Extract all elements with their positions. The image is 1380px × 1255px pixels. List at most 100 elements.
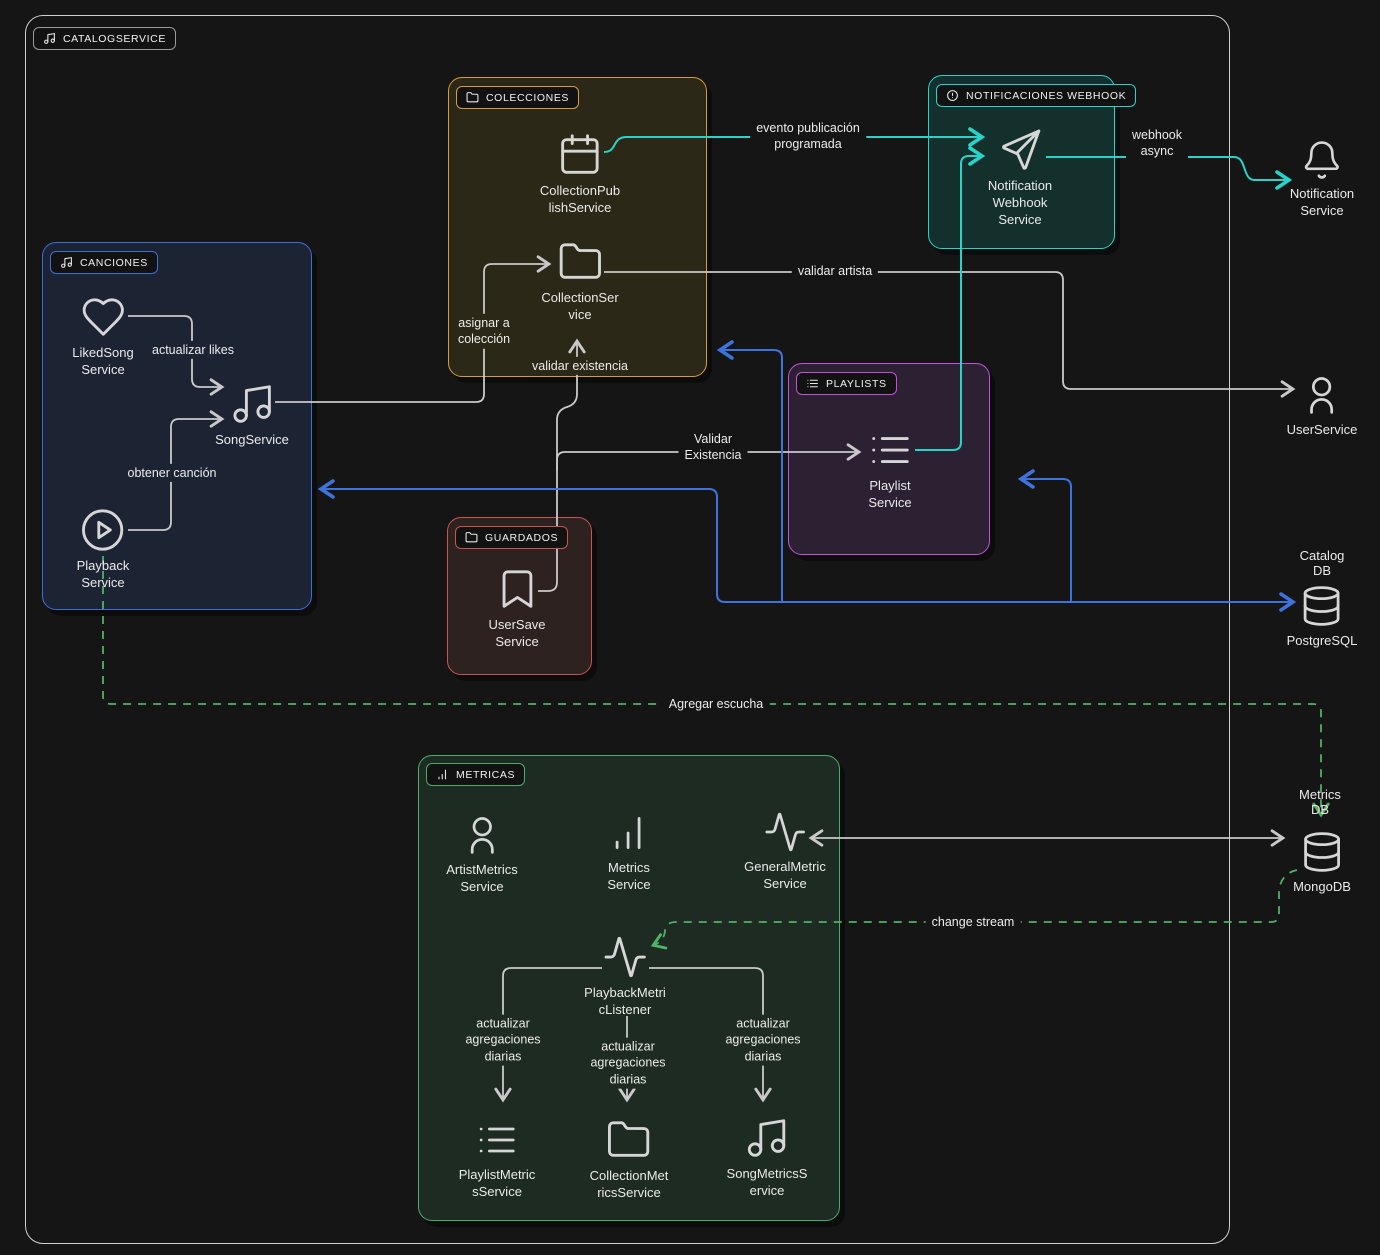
edge-agregar-escucha [102, 556, 1330, 818]
node-label: SongMetricsS ervice [726, 1166, 808, 1198]
edge-label-agregar-escucha: Agregar escucha [662, 694, 770, 714]
node-user-service[interactable]: UserService [1286, 373, 1358, 439]
node-label: ArtistMetrics Service [446, 862, 518, 894]
badge-label: CATALOGSERVICE [63, 32, 166, 45]
edge-playlist-webhook [915, 146, 986, 451]
node-playbackmetric-listener[interactable]: PlaybackMetri cListener [584, 934, 666, 1019]
badge-label: METRICAS [456, 768, 516, 781]
node-label: Notification Service [1289, 186, 1355, 218]
badge-label: CANCIONES [80, 256, 148, 269]
list-icon [806, 377, 819, 390]
edge-label-actualizar-likes: actualizar likes [146, 340, 240, 360]
node-label: CollectionSer vice [541, 290, 619, 322]
bar-chart-icon [607, 811, 651, 855]
badge-label: COLECCIONES [486, 91, 570, 104]
node-playlist-service[interactable]: Playlist Service [867, 427, 913, 512]
edge-catalogdb-canciones [317, 479, 1297, 612]
alert-circle-icon [946, 89, 959, 102]
node-label: CollectionMet ricsService [589, 1168, 669, 1200]
node-song-service[interactable]: SongService [215, 381, 289, 449]
node-playback-service[interactable]: Playback Service [76, 507, 130, 592]
edge-catalogdb-colecciones [716, 340, 783, 602]
edge-label-evento-publicacion: evento publicación programada [750, 118, 866, 154]
edge-label-validar-existencia: validar existencia [526, 356, 634, 376]
database-icon [1300, 584, 1344, 628]
edge-agg-right [649, 967, 772, 1103]
edge-evento-publicacion [603, 127, 986, 153]
bell-icon [1301, 139, 1343, 181]
edge-catalogdb-playlists [1017, 469, 1072, 602]
edge-label-validar-existencia-playlist: Validar Existencia [678, 429, 748, 465]
edge-label-agg-left: actualizar agregaciones diarias [459, 1014, 547, 1066]
node-label: Playback Service [76, 558, 130, 590]
node-artistmetrics-service[interactable]: ArtistMetrics Service [446, 813, 518, 896]
node-likedsong-service[interactable]: LikedSong Service [72, 294, 134, 379]
heart-icon [80, 294, 126, 340]
badge-colecciones: COLECCIONES [456, 86, 580, 109]
edge-label-agg-right: actualizar agregaciones diarias [719, 1014, 807, 1066]
edge-label-asignar-coleccion: asignar a colección [451, 313, 517, 349]
edge-agg-left [494, 967, 602, 1103]
node-songmetrics-service[interactable]: SongMetricsS ervice [726, 1115, 808, 1200]
node-collection-service[interactable]: CollectionSer vice [541, 239, 619, 324]
node-usersave-service[interactable]: UserSave Service [488, 566, 546, 651]
activity-icon [602, 934, 648, 980]
folder-icon [466, 91, 479, 104]
node-label: PostgreSQL [1286, 633, 1358, 648]
badge-catalogservice: CATALOGSERVICE [33, 27, 176, 50]
badge-label: GUARDADOS [485, 531, 559, 544]
node-label: CollectionPub lishService [539, 183, 621, 215]
node-label: Playlist Service [868, 478, 912, 510]
node-label: GeneralMetric Service [744, 859, 826, 891]
node-label: UserSave Service [488, 617, 546, 649]
node-collection-publish-service[interactable]: CollectionPub lishService [540, 132, 620, 217]
node-generalmetric-service[interactable]: GeneralMetric Service [744, 810, 826, 893]
node-metrics-service[interactable]: Metrics Service [607, 811, 651, 894]
badge-canciones: CANCIONES [50, 251, 158, 274]
node-label: SongService [215, 432, 289, 447]
music-note-icon [60, 256, 73, 269]
badge-label: NOTIFICACIONES WEBHOOK [966, 89, 1127, 102]
node-collectionmetrics-service[interactable]: CollectionMet ricsService [589, 1117, 669, 1202]
catalog-db-title: Catalog DB [1299, 548, 1345, 578]
node-playlistmetrics-service[interactable]: PlaylistMetric sService [458, 1118, 536, 1201]
node-notification-service[interactable]: Notification Service [1290, 139, 1354, 220]
node-notification-webhook-service[interactable]: Notification Webhook Service [988, 127, 1052, 229]
node-label: MongoDB [1293, 879, 1351, 894]
badge-label: PLAYLISTS [826, 377, 887, 390]
activity-icon [763, 810, 807, 854]
node-metrics-db[interactable]: MongoDB [1293, 830, 1351, 896]
node-label: Notification Webhook Service [987, 178, 1053, 227]
folder-icon [465, 531, 478, 544]
badge-playlists: PLAYLISTS [796, 372, 897, 395]
play-circle-icon [80, 507, 126, 553]
folder-icon [557, 239, 603, 285]
node-label: UserService [1286, 422, 1358, 437]
edge-webhook-async [1046, 156, 1293, 190]
music-note-icon [43, 32, 56, 45]
user-icon [1300, 373, 1344, 417]
badge-metricas: METRICAS [426, 763, 526, 786]
edge-label-webhook-async: webhook async [1125, 125, 1189, 161]
edge-label-validar-artista: validar artista [791, 261, 879, 281]
badge-guardados: GUARDADOS [455, 526, 569, 549]
send-icon [997, 127, 1043, 173]
edge-validar-existencia-playlist [556, 443, 862, 470]
database-icon [1300, 830, 1344, 874]
catalogservice-container [25, 15, 1230, 1244]
badge-notificaciones-webhook: NOTIFICACIONES WEBHOOK [936, 84, 1137, 107]
edge-label-agg-center: actualizar agregaciones diarias [584, 1037, 672, 1089]
edge-label-obtener-cancion: obtener canción [121, 463, 223, 483]
node-label: PlaylistMetric sService [458, 1167, 536, 1199]
list-icon [867, 427, 913, 473]
node-catalog-db[interactable]: PostgreSQL [1286, 584, 1358, 650]
edge-change-stream [650, 869, 1298, 950]
node-label: PlaybackMetri cListener [584, 985, 666, 1017]
node-label: Metrics Service [607, 860, 651, 892]
user-icon [460, 813, 504, 857]
metrics-db-title: Metrics DB [1299, 787, 1341, 817]
list-icon [475, 1118, 519, 1162]
calendar-icon [557, 132, 603, 178]
